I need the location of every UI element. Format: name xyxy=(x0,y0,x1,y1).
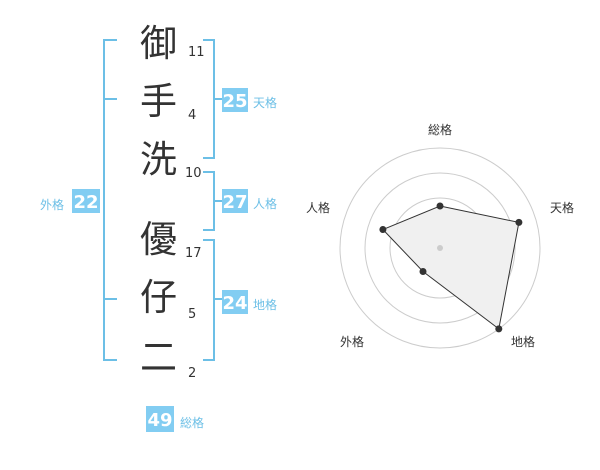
radar-point-tenkaku xyxy=(515,218,523,226)
radar-label-jinkaku: 人格 xyxy=(306,200,330,215)
name-char-6: 二 xyxy=(140,336,177,379)
jinkaku-badge: 27 人格 xyxy=(222,189,277,213)
radar-ring-4 xyxy=(339,147,541,349)
tenkaku-badge: 25 天格 xyxy=(222,88,277,112)
chikaku-badge: 24 地格 xyxy=(222,290,277,314)
gaikaku-badge: 外格 22 xyxy=(40,189,100,213)
radar-point-chikaku xyxy=(495,325,503,333)
stroke-count-2: 4 xyxy=(188,108,196,123)
stroke-count-6: 2 xyxy=(188,366,196,381)
jinkaku-value: 27 xyxy=(222,192,247,213)
gaikaku-value: 22 xyxy=(73,192,98,213)
tenkaku-value: 25 xyxy=(222,91,247,112)
stroke-count-4: 17 xyxy=(185,246,202,261)
tenkaku-bracket xyxy=(203,39,222,159)
chikaku-label: 地格 xyxy=(253,297,277,312)
stroke-count-1: 11 xyxy=(188,45,205,60)
radar-ring-3 xyxy=(364,172,516,324)
name-char-2: 手 xyxy=(140,80,177,123)
name-char-5: 仔 xyxy=(140,276,177,319)
radar-chart: 総格 天格 地格 外格 人格 xyxy=(306,122,574,349)
jinkaku-label: 人格 xyxy=(253,196,277,211)
name-char-3: 洗 xyxy=(140,138,177,181)
soukaku-badge: 49 総格 xyxy=(146,406,204,432)
radar-center-dot xyxy=(437,245,443,251)
gaikaku-label: 外格 xyxy=(40,197,64,212)
jinkaku-bracket xyxy=(203,171,222,231)
stroke-count-3: 10 xyxy=(185,166,202,181)
radar-label-chikaku: 地格 xyxy=(511,334,535,349)
radar-point-jinkaku xyxy=(379,226,387,233)
brackets xyxy=(103,39,222,361)
radar-area xyxy=(382,205,520,330)
radar-point-gaikaku xyxy=(419,268,427,275)
chikaku-bracket xyxy=(203,239,222,361)
stroke-count-5: 5 xyxy=(188,307,196,322)
name-char-4: 優 xyxy=(140,218,177,261)
gaikaku-bracket xyxy=(103,39,117,361)
tenkaku-label: 天格 xyxy=(253,95,277,110)
radar-label-tenkaku: 天格 xyxy=(550,200,574,215)
chikaku-value: 24 xyxy=(222,293,247,314)
soukaku-value: 49 xyxy=(147,410,172,431)
radar-label-gaikaku: 外格 xyxy=(340,334,364,349)
radar-label-soukaku: 総格 xyxy=(428,122,452,137)
radar-point-soukaku xyxy=(436,202,444,210)
radar-points xyxy=(379,202,523,333)
name-characters: 御 11 手 4 洗 10 優 17 仔 5 二 2 xyxy=(140,22,205,381)
name-char-1: 御 xyxy=(140,22,177,65)
soukaku-label: 総格 xyxy=(180,415,204,430)
